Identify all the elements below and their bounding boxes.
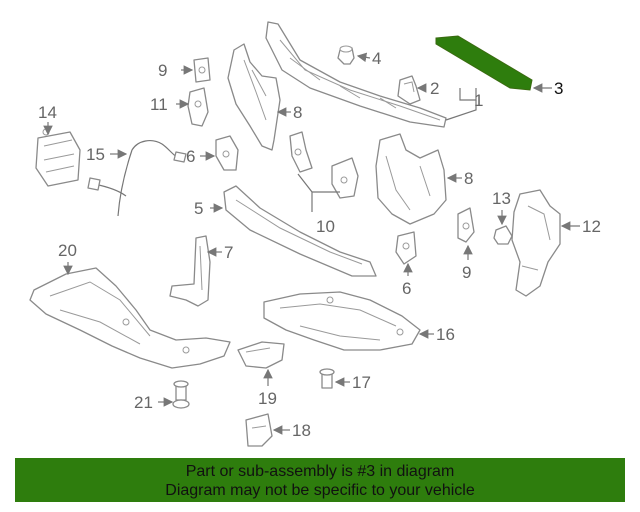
part-10-brackets[interactable]: [289, 131, 359, 199]
callout-6-lower: 6: [402, 279, 411, 298]
part-9-lower-bracket[interactable]: [457, 207, 475, 243]
part-14-module[interactable]: [35, 128, 81, 187]
callout-14: 14: [38, 103, 57, 122]
part-11-bracket[interactable]: [187, 87, 209, 127]
part-12-air-duct[interactable]: [511, 189, 561, 297]
callout-8-lower: 8: [464, 169, 473, 188]
part-21-bolt[interactable]: [172, 380, 190, 409]
callout-19: 19: [258, 389, 277, 408]
part-20-under-cover[interactable]: [29, 267, 231, 369]
banner-line-part: Part or sub-assembly is #3 in diagram: [185, 463, 455, 480]
callout-9-upper: 9: [158, 61, 167, 80]
part-8-upper-side-member[interactable]: [227, 43, 281, 151]
callout-2: 2: [430, 79, 439, 98]
callout-4: 4: [372, 49, 381, 68]
part-7-vertical-bracket[interactable]: [169, 235, 211, 307]
callout-11: 11: [150, 95, 168, 114]
part-4-clip[interactable]: [337, 45, 355, 65]
part-3-highlighted-panel[interactable]: [435, 35, 533, 91]
callout-6-upper: 6: [186, 147, 195, 166]
part-6-lower-bracket[interactable]: [395, 231, 417, 265]
part-9-upper-bracket[interactable]: [193, 57, 211, 83]
callout-12: 12: [582, 217, 601, 236]
callout-15: 15: [86, 145, 105, 164]
part-5-lower-crossmember[interactable]: [223, 185, 377, 277]
callout-21: 21: [134, 393, 153, 412]
part-1-upper-support[interactable]: [265, 21, 447, 128]
callout-13: 13: [492, 189, 511, 208]
callout-10: 10: [316, 217, 335, 236]
callout-3[interactable]: 3: [554, 79, 563, 98]
callout-16: 16: [436, 325, 455, 344]
callout-1: 1: [474, 91, 483, 110]
part-6-upper-bracket[interactable]: [215, 135, 239, 171]
part-18-bracket[interactable]: [245, 413, 273, 447]
part-15-harness[interactable]: [87, 140, 187, 217]
part-16-under-cover[interactable]: [263, 291, 421, 351]
info-banner: Part or sub-assembly is #3 in diagram Di…: [15, 458, 625, 502]
callout-labels: 1 2 3 4 5 6 6 7 8 8 9 9 10 11 12 13 14 1…: [38, 49, 601, 440]
callout-7: 7: [224, 243, 233, 262]
callout-9-lower: 9: [462, 263, 471, 282]
callout-20: 20: [58, 241, 77, 260]
leader-lines: [43, 52, 580, 435]
callout-17: 17: [352, 373, 371, 392]
callout-8-upper: 8: [293, 103, 302, 122]
part-2-bracket[interactable]: [397, 75, 421, 105]
part-13-clip[interactable]: [493, 225, 513, 245]
callout-5: 5: [194, 199, 203, 218]
part-17-bolt[interactable]: [319, 368, 335, 389]
callout-18: 18: [292, 421, 311, 440]
banner-line-disclaimer: Diagram may not be specific to your vehi…: [165, 482, 475, 499]
part-8-lower-side-member[interactable]: [375, 133, 447, 225]
part-19-bracket[interactable]: [237, 341, 285, 369]
